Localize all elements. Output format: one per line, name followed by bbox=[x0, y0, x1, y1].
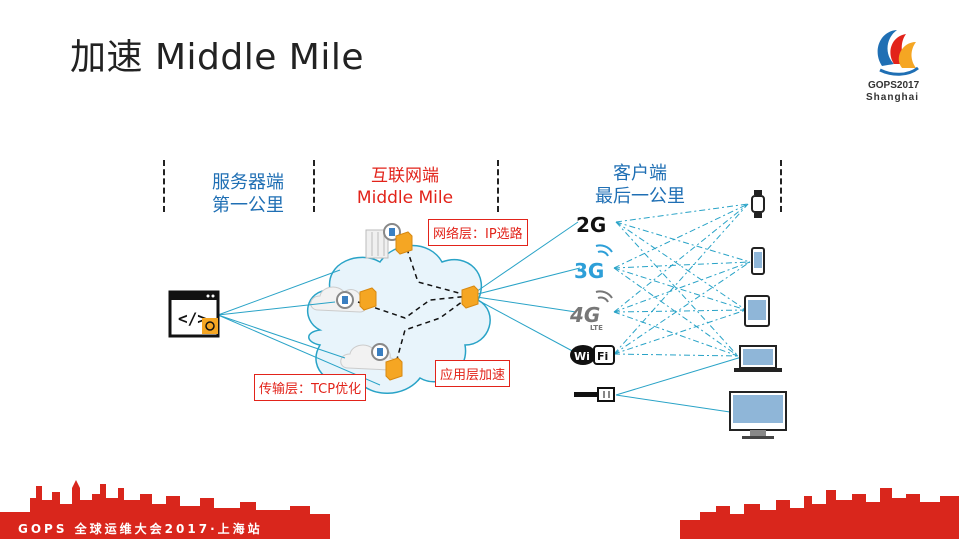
svg-text:</>: </> bbox=[178, 309, 207, 328]
separator-3 bbox=[497, 160, 499, 212]
client-label-line1: 客户端 bbox=[613, 163, 667, 184]
datacenter-building-icon bbox=[365, 229, 389, 259]
separator-1 bbox=[163, 160, 165, 212]
wifi-icon: Wi Fi bbox=[570, 345, 615, 365]
server-label-line1: 服务器端 bbox=[212, 172, 284, 193]
internet-label-line1: 互联网端 bbox=[371, 166, 439, 186]
right-skyline bbox=[680, 488, 959, 539]
footer-text: GOPS 全球运维大会2017·上海站 bbox=[18, 522, 263, 536]
desktop-monitor-icon bbox=[729, 391, 787, 439]
logo-line2: Shanghai bbox=[866, 92, 920, 103]
node-top bbox=[383, 223, 413, 255]
wifi-label-b: Fi bbox=[597, 350, 608, 363]
wifi-label-a: Wi bbox=[574, 350, 590, 363]
net-4g-label: 4G bbox=[569, 303, 600, 327]
smartphone-icon bbox=[751, 247, 765, 275]
transport-layer-callout: 传输层：TCP优化 bbox=[254, 374, 367, 401]
network-layer-callout: 网络层：IP选路 bbox=[428, 219, 528, 246]
ethernet-cable-icon bbox=[574, 387, 615, 402]
smartwatch-icon bbox=[751, 190, 765, 218]
tablet-icon bbox=[744, 295, 770, 327]
net-3g-label: 3G bbox=[574, 259, 604, 283]
internet-label-line2: Middle Mile bbox=[356, 188, 454, 208]
laptop-icon bbox=[734, 345, 782, 372]
separator-4 bbox=[780, 160, 782, 212]
node-middle bbox=[336, 287, 377, 311]
server-label-line2: 第一公里 bbox=[212, 195, 284, 216]
page-title: 加速 Middle Mile bbox=[70, 37, 365, 78]
app-layer-callout: 应用层加速 bbox=[435, 360, 511, 387]
client-section-label: 客户端 最后一公里 bbox=[575, 162, 705, 208]
logo-line1: GOPS2017 bbox=[868, 80, 920, 91]
separator-2 bbox=[313, 160, 315, 212]
client-label-line2: 最后一公里 bbox=[595, 186, 685, 207]
node-bottom bbox=[371, 343, 403, 381]
net-4g-sub: LTE bbox=[590, 324, 603, 332]
net-2g-label: 2G bbox=[576, 213, 606, 237]
server-section-label: 服务器端 第一公里 bbox=[183, 171, 313, 217]
code-window-icon: </> bbox=[168, 290, 220, 338]
internet-section-label: 互联网端 Middle Mile bbox=[340, 165, 470, 209]
node-hub bbox=[461, 285, 479, 309]
left-skyline bbox=[0, 480, 330, 539]
